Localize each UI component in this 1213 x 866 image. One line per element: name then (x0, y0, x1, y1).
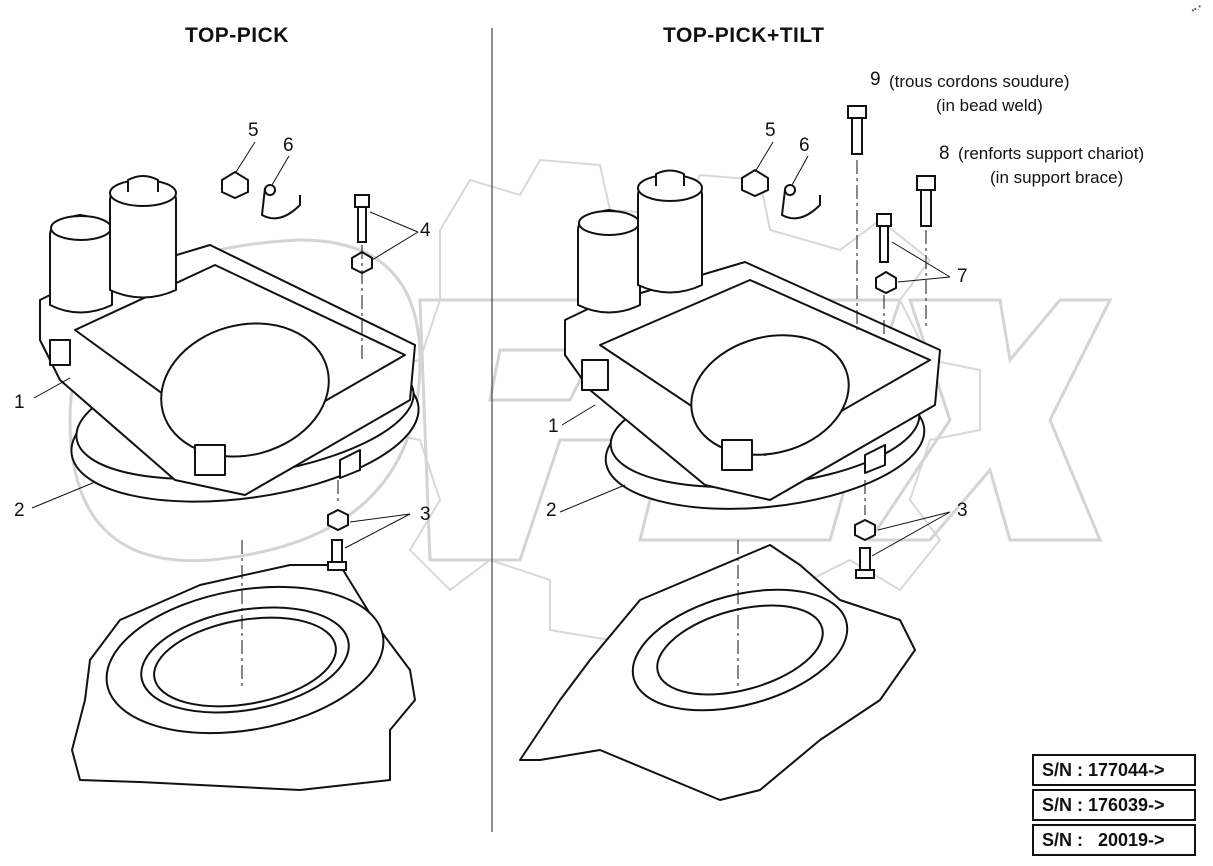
note-item8-line2: (in support brace) (990, 168, 1124, 187)
left-leader-lines (31, 141, 419, 690)
callout-left-2: 2 (14, 500, 25, 521)
title-top-pick: TOP-PICK (185, 24, 289, 47)
title-top-pick-tilt: TOP-PICK+TILT (663, 24, 825, 47)
right-leader-lines (559, 141, 951, 690)
right-assembly (519, 169, 941, 801)
callout-right-7: 7 (957, 266, 968, 287)
serial-number-box-2: S/N : 176039-> (1032, 789, 1196, 821)
left-cylinders (49, 175, 177, 314)
right-small-parts (741, 105, 936, 579)
left-assembly (39, 175, 420, 791)
note-item9-line1: (trous cordons soudure) (889, 72, 1070, 91)
serial-number-box-3: S/N : 20019-> (1032, 824, 1196, 856)
callout-left-4: 4 (420, 220, 431, 241)
callout-right-1: 1 (548, 416, 559, 437)
callout-right-3: 3 (957, 500, 968, 521)
callout-left-3: 3 (420, 504, 431, 525)
note-item9-line2: (in bead weld) (936, 96, 1043, 115)
callout-right-8: 8 (939, 143, 950, 164)
right-cylinders (577, 169, 703, 314)
callout-left-5: 5 (248, 120, 259, 141)
left-small-parts (221, 170, 373, 571)
callout-right-6: 6 (799, 135, 810, 156)
note-item8-line1: (renforts support chariot) (958, 144, 1145, 163)
serial-number-box-1: S/N : 177044-> (1032, 754, 1196, 786)
callout-left-1: 1 (14, 392, 25, 413)
callout-left-6: 6 (283, 135, 294, 156)
callout-right-2: 2 (546, 500, 557, 521)
callout-right-5: 5 (765, 120, 776, 141)
callout-right-9: 9 (870, 69, 881, 90)
